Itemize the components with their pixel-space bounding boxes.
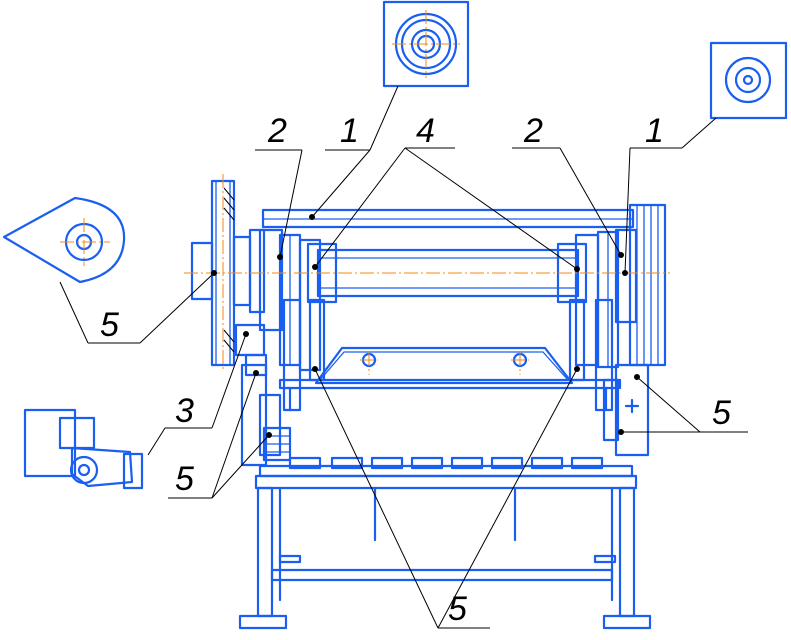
detail-view-left-clamp bbox=[23, 408, 144, 490]
callout-top-right-2: 2 bbox=[523, 112, 543, 150]
callout-top-left-2: 2 bbox=[267, 112, 287, 150]
callout-left-lower-5: 5 bbox=[175, 460, 194, 498]
detail-view-top-center bbox=[382, 0, 470, 88]
detail-view-left-cam bbox=[2, 196, 126, 284]
leader-dots bbox=[211, 214, 640, 438]
left-column-block bbox=[240, 363, 292, 467]
top-beam bbox=[261, 208, 635, 229]
work-table bbox=[254, 456, 638, 490]
callout-right-5: 5 bbox=[712, 394, 731, 432]
detail-view-top-right bbox=[709, 41, 788, 120]
callout-bottom-5: 5 bbox=[448, 590, 467, 628]
callout-top-left-1: 1 bbox=[340, 112, 359, 150]
callout-top-center-4: 4 bbox=[416, 112, 435, 150]
leader-lines bbox=[59, 85, 748, 629]
right-pulley bbox=[628, 203, 667, 367]
ram-plate bbox=[314, 346, 574, 385]
callout-top-right-1: 1 bbox=[645, 112, 664, 150]
side-frames bbox=[278, 298, 622, 412]
stand-legs bbox=[238, 486, 652, 630]
callout-left-5: 5 bbox=[100, 306, 119, 344]
callout-left-3: 3 bbox=[175, 392, 194, 430]
right-column-block bbox=[602, 363, 650, 457]
